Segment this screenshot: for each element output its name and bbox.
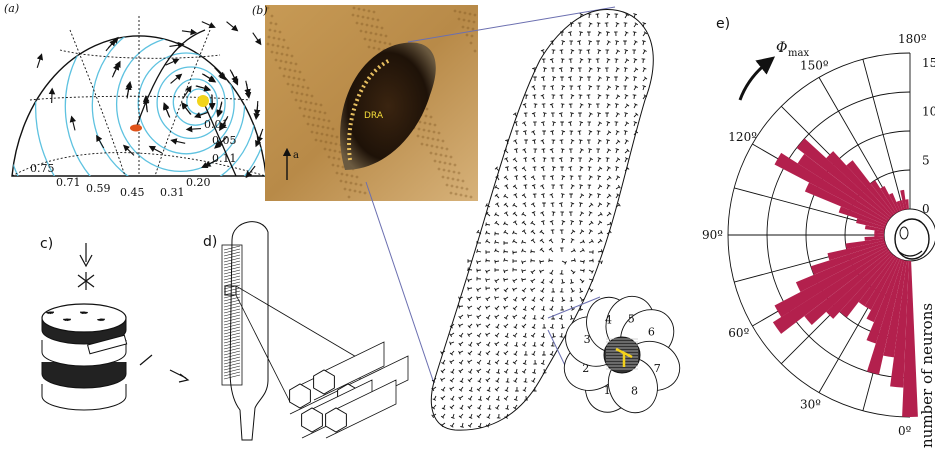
- orientation-glyph: [513, 113, 517, 117]
- svg-text:a: a: [293, 150, 299, 161]
- polarization-star-icon: [78, 272, 94, 290]
- contour-value-label: 0.71: [56, 176, 81, 189]
- e-vector-arrow: [253, 33, 260, 43]
- e-vector-arrow: [246, 81, 248, 93]
- contour-value-label: 0.45: [120, 186, 145, 199]
- cell-number: 7: [654, 362, 661, 375]
- panel-d-label: d): [203, 234, 217, 250]
- angle-label: 30º: [800, 398, 821, 412]
- e-vector-arrow: [230, 70, 236, 81]
- e-vector-arrow: [189, 129, 201, 130]
- phi-max-symbol: Φ: [776, 40, 787, 56]
- panel-c-photoreceptor-stack: c): [40, 236, 188, 410]
- polar-bar: [874, 233, 884, 236]
- cell-number: 8: [631, 385, 638, 398]
- e-vector-arrow: [227, 22, 236, 30]
- zenith-marker: [130, 125, 142, 132]
- contour-value-label: 0.75: [30, 162, 55, 175]
- orientation-glyph: [589, 288, 593, 292]
- angle-label: 150º: [800, 58, 829, 72]
- panel-a-label: (a): [4, 2, 19, 15]
- down-arrow-icon: [80, 243, 92, 266]
- phi-max-subscript: max: [788, 48, 809, 59]
- angle-label: 120º: [728, 130, 757, 144]
- contour-value-label: 0.11: [212, 152, 237, 165]
- phi-max-arrow-icon: [740, 62, 768, 100]
- e-vector-arrow: [182, 31, 194, 33]
- dra-label: DRA: [364, 111, 384, 121]
- angle-label: 90º: [702, 228, 723, 242]
- contour-value-label: 0.31: [160, 186, 185, 199]
- cell-number: 5: [628, 312, 635, 325]
- radial-tick: 10: [922, 105, 935, 119]
- microvilli-disk-stack: [42, 304, 127, 410]
- angle-label: 180º: [898, 32, 927, 46]
- cell-number: 4: [605, 313, 612, 326]
- panel-b-eye-photo: DRA a (b): [252, 4, 478, 201]
- orientation-glyph: [495, 167, 499, 171]
- e-vector-arrow: [202, 22, 213, 27]
- e-vector-arrow: [37, 56, 41, 67]
- panel-e-polar-histogram: e) 0º30º60º90º120º150º180º 151050 Φ max …: [702, 16, 935, 448]
- y-axis-label: number of neurons: [918, 303, 935, 448]
- contour-value-label: 0.59: [86, 182, 111, 195]
- panel-e-label: e): [716, 16, 730, 32]
- e-vector-arrow: [212, 94, 213, 106]
- locust-head-icon: [895, 219, 929, 259]
- e-vector-arrow: [259, 129, 263, 140]
- cell-number: 1: [604, 384, 611, 397]
- panel-c-label: c): [40, 236, 53, 252]
- sun-marker: [197, 95, 209, 107]
- radial-tick-labels: 15 10 5 0: [922, 56, 935, 216]
- top-disk: [42, 304, 126, 332]
- panel-d-rhabdom: d): [203, 222, 408, 440]
- radial-tick: 15: [922, 56, 935, 70]
- cell-number: 2: [582, 362, 589, 375]
- contour-value-label: 0.20: [186, 176, 211, 189]
- contour-value-label: 0.05: [212, 134, 237, 147]
- angle-label: 60º: [728, 326, 749, 340]
- orientation-glyph: [541, 50, 544, 54]
- orientation-glyph: [633, 14, 637, 18]
- cell-number: 6: [648, 326, 655, 339]
- radial-tick: 0: [922, 202, 930, 216]
- polar-bars: [773, 138, 918, 417]
- contour-value-label: 0.01: [204, 118, 229, 131]
- e-vector-arrow: [257, 101, 258, 113]
- radial-tick: 5: [922, 153, 930, 167]
- panel-b-label: (b): [252, 4, 268, 17]
- orientation-glyph: [643, 23, 646, 27]
- angle-label: 0º: [898, 424, 912, 438]
- light-arrow-icon: [140, 355, 188, 382]
- microvilli-hexagon-tubes: [290, 342, 408, 438]
- cell-number: 3: [584, 333, 591, 346]
